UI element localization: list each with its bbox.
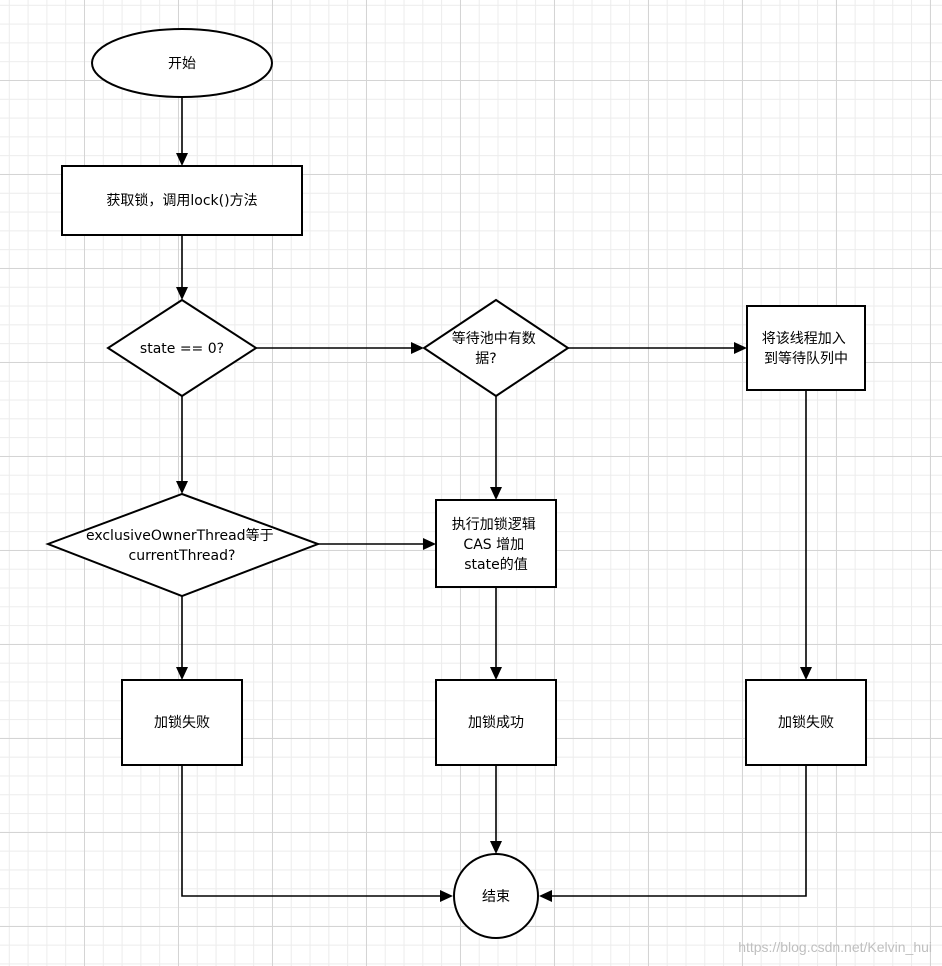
arrowhead (490, 487, 502, 500)
arrowhead (176, 153, 188, 166)
arrowhead (176, 287, 188, 300)
owner-check-label: exclusiveOwnerThread等于 currentThread? (86, 527, 278, 564)
arrowhead (423, 538, 436, 550)
arrowhead (176, 481, 188, 494)
edge-fail-left-to-end (181, 765, 440, 897)
cas-logic-label: 执行加锁逻辑 CAS 增加 state的值 (452, 517, 540, 573)
arrowhead (176, 667, 188, 680)
acquire-lock-node[interactable]: 获取锁，调用lock()方法 (61, 165, 303, 236)
fail-left-node[interactable]: 加锁失败 (121, 679, 243, 766)
state-check-label: state == 0? (140, 341, 224, 357)
edges (176, 97, 812, 902)
success-label: 加锁成功 (468, 715, 524, 731)
cas-logic-node[interactable]: 执行加锁逻辑 CAS 增加 state的值 (435, 499, 557, 588)
enqueue-label: 将该线程加入 到等待队列中 (762, 331, 850, 367)
arrowhead (411, 342, 424, 354)
arrowhead (539, 890, 552, 902)
arrowhead (440, 890, 453, 902)
arrowhead (800, 667, 812, 680)
nodes: 开始 获取锁，调用lock()方法 state == 0? (45, 28, 867, 939)
fail-right-label: 加锁失败 (778, 715, 834, 731)
fail-left-label: 加锁失败 (154, 715, 210, 731)
edge-fail-right-to-end (552, 765, 807, 897)
arrowhead (734, 342, 747, 354)
acquire-lock-label: 获取锁，调用lock()方法 (106, 193, 257, 209)
success-node[interactable]: 加锁成功 (435, 679, 557, 766)
watermark: https://blog.csdn.net/Kelvin_hui (738, 939, 932, 955)
start-node[interactable]: 开始 (91, 28, 273, 98)
wait-pool-check-node[interactable]: 等待池中有数 据? (422, 298, 570, 398)
owner-check-node[interactable]: exclusiveOwnerThread等于 currentThread? (45, 492, 321, 598)
start-label: 开始 (168, 56, 196, 72)
arrowhead (490, 841, 502, 854)
fail-right-node[interactable]: 加锁失败 (745, 679, 867, 766)
end-node[interactable]: 结束 (453, 853, 539, 939)
end-label: 结束 (482, 889, 510, 905)
enqueue-node[interactable]: 将该线程加入 到等待队列中 (746, 305, 866, 391)
state-check-node[interactable]: state == 0? (106, 298, 258, 398)
wait-pool-check-label: 等待池中有数 据? (452, 330, 540, 367)
arrowhead (490, 667, 502, 680)
